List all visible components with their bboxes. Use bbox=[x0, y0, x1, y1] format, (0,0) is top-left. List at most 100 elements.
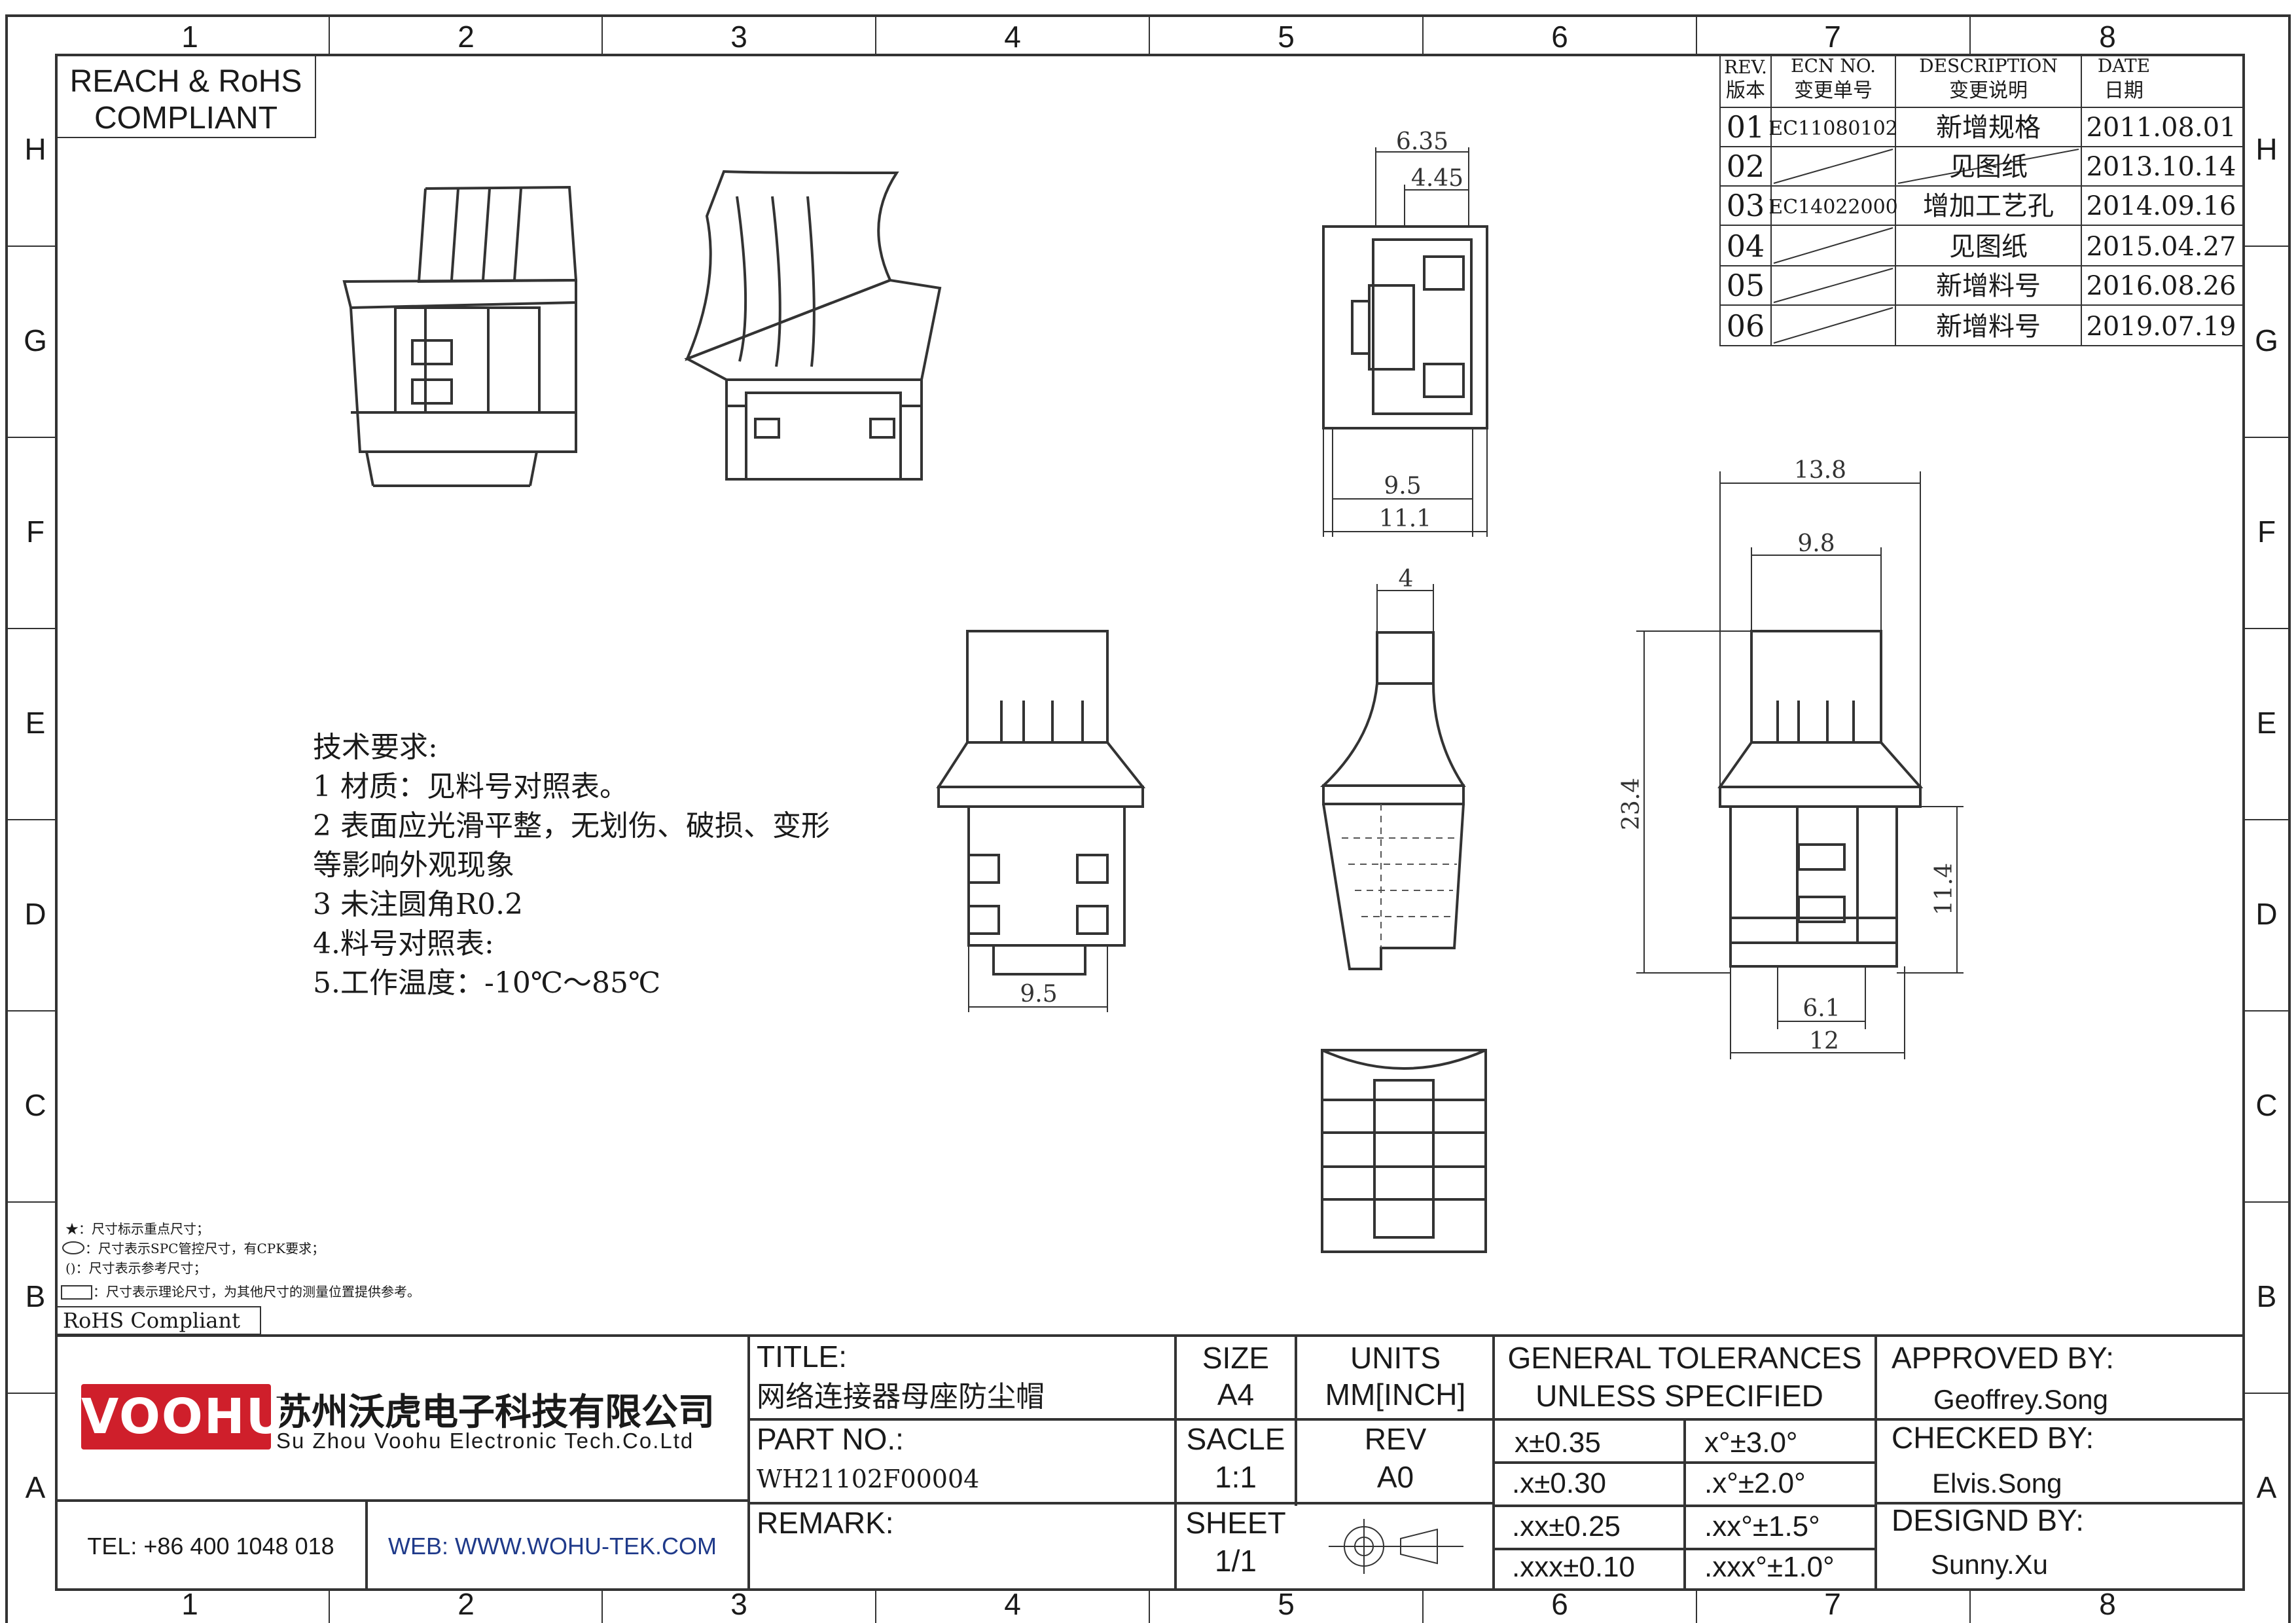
compliance-box bbox=[56, 54, 316, 138]
dim-label: 4.45 bbox=[1411, 165, 1463, 192]
row-label-left: H bbox=[24, 132, 46, 166]
date-cell: 2011.08.01 bbox=[2086, 113, 2236, 143]
row-label-right: A bbox=[2257, 1470, 2277, 1504]
date-cell: 2016.08.26 bbox=[2086, 271, 2236, 301]
side-profile-hidden bbox=[1342, 804, 1460, 948]
side-profile-view bbox=[1319, 631, 1466, 970]
desc-cell: 见图纸 bbox=[1949, 152, 2028, 182]
col-label-bottom: 4 bbox=[1004, 1587, 1021, 1621]
col-label-bottom: 7 bbox=[1824, 1587, 1841, 1621]
tech-req-line: 1 材质：见料号对照表。 bbox=[313, 770, 628, 803]
rev-cell: 04 bbox=[1727, 228, 1765, 264]
rev-cell: 06 bbox=[1727, 308, 1765, 344]
rev-label: REV bbox=[1365, 1422, 1427, 1456]
legend-line: ()：尺寸表示参考尺寸； bbox=[65, 1260, 207, 1276]
dim-label: 6.35 bbox=[1396, 128, 1448, 155]
ecn-header: ECN NO. bbox=[1791, 55, 1876, 77]
units-value: MM[INCH] bbox=[1325, 1377, 1466, 1412]
rev-header: REV. bbox=[1724, 56, 1767, 78]
col-label-top: 5 bbox=[1278, 20, 1295, 54]
row-label-left: C bbox=[24, 1088, 46, 1122]
ecn-cell: EC11080102 bbox=[1768, 117, 1898, 140]
dim-label: 23.4 bbox=[1618, 778, 1645, 830]
dim-label: 11.1 bbox=[1379, 505, 1431, 532]
dim-label: 4 bbox=[1399, 566, 1414, 593]
dim-label: 11.4 bbox=[1931, 863, 1958, 915]
front-view-dims bbox=[968, 945, 1108, 1012]
tech-req-line: 5.工作温度：-10℃～85℃ bbox=[313, 966, 660, 1000]
col-label-top: 6 bbox=[1551, 20, 1568, 54]
compliance-line1: REACH & RoHS bbox=[70, 64, 302, 99]
row-ticks bbox=[7, 246, 2289, 1394]
row-label-right: H bbox=[2255, 132, 2277, 166]
legend-line: ★：尺寸标示重点尺寸； bbox=[65, 1221, 209, 1237]
col-label-top: 8 bbox=[2099, 20, 2116, 54]
date-cell: 2013.10.14 bbox=[2086, 152, 2236, 182]
design-value: Sunny.Xu bbox=[1931, 1549, 2048, 1580]
right-front-view bbox=[1717, 630, 1924, 968]
ecn-cell: EC14022000 bbox=[1768, 196, 1898, 219]
side-view-top-dims bbox=[1323, 147, 1488, 537]
brand-logo bbox=[81, 1384, 271, 1450]
tol-angular: .xx°±1.5° bbox=[1704, 1510, 1820, 1542]
tol-angular: .x°±2.0° bbox=[1704, 1467, 1806, 1499]
legend-line: ：尺寸表示SPC管控尺寸，有CPK要求； bbox=[85, 1241, 325, 1256]
projection-symbol-icon bbox=[1329, 1519, 1463, 1574]
row-label-right: F bbox=[2257, 515, 2276, 549]
desc-header-cn: 变更说明 bbox=[1949, 79, 2028, 102]
brand-logo-text: VOOHU bbox=[81, 1389, 287, 1445]
sheet-label: SHEET bbox=[1185, 1506, 1285, 1540]
row-label-right: D bbox=[2255, 897, 2277, 931]
web-link[interactable]: WEB: WWW.WOHU-TEK.COM bbox=[388, 1533, 717, 1559]
ecn-header-cn: 变更单号 bbox=[1794, 79, 1873, 102]
part-label: PART NO.: bbox=[757, 1422, 904, 1456]
dim-label: 6.1 bbox=[1803, 995, 1840, 1022]
part-value: WH21102F00004 bbox=[757, 1465, 979, 1493]
size-label: SIZE bbox=[1202, 1341, 1269, 1375]
col-label-bottom: 2 bbox=[457, 1587, 475, 1621]
row-label-right: C bbox=[2255, 1088, 2277, 1122]
rohs-label: RoHS Compliant bbox=[63, 1308, 240, 1333]
title-label: TITLE: bbox=[757, 1340, 847, 1374]
dim-label: 9.8 bbox=[1797, 530, 1835, 557]
col-label-bottom: 5 bbox=[1278, 1587, 1295, 1621]
row-label-right: B bbox=[2257, 1279, 2277, 1313]
col-label-bottom: 6 bbox=[1551, 1587, 1568, 1621]
col-label-top: 1 bbox=[181, 20, 198, 54]
rev-cell: 03 bbox=[1727, 188, 1765, 223]
design-label: DESIGND BY: bbox=[1892, 1503, 2084, 1537]
row-label-left: F bbox=[26, 515, 45, 549]
units-label: UNITS bbox=[1350, 1341, 1441, 1375]
approved-label: APPROVED BY: bbox=[1892, 1341, 2114, 1375]
date-header-cn: 日期 bbox=[2104, 79, 2144, 102]
rev-cell: 05 bbox=[1727, 268, 1765, 303]
date-cell: 2014.09.16 bbox=[2086, 191, 2236, 221]
row-label-left: B bbox=[26, 1279, 46, 1313]
remark-label: REMARK: bbox=[757, 1506, 894, 1540]
rev-value: A0 bbox=[1377, 1460, 1414, 1494]
dim-label: 13.8 bbox=[1794, 457, 1846, 484]
date-header: DATE bbox=[2098, 55, 2150, 77]
desc-cell: 新增规格 bbox=[1936, 113, 2041, 143]
front-view bbox=[936, 630, 1146, 976]
title-value: 网络连接器母座防尘帽 bbox=[757, 1380, 1045, 1413]
scale-value: 1:1 bbox=[1215, 1460, 1257, 1494]
tech-req-line: 2 表面应光滑平整，无划伤、破损、变形 bbox=[313, 809, 830, 843]
dim-label: 9.5 bbox=[1020, 981, 1057, 1008]
tol-title: UNLESS SPECIFIED bbox=[1535, 1379, 1823, 1413]
tech-req-line: 技术要求: bbox=[313, 731, 438, 764]
approved-value: Geoffrey.Song bbox=[1933, 1384, 2108, 1415]
col-label-top: 2 bbox=[457, 20, 475, 54]
tol-title: GENERAL TOLERANCES bbox=[1507, 1341, 1861, 1375]
tol-angular: .xxx°±1.0° bbox=[1704, 1551, 1835, 1583]
desc-cell: 增加工艺孔 bbox=[1923, 191, 2054, 221]
tech-req-line: 4.料号对照表: bbox=[313, 927, 494, 960]
tol-linear: .xx±0.25 bbox=[1512, 1510, 1621, 1542]
col-label-top: 4 bbox=[1004, 20, 1021, 54]
title-block bbox=[55, 1334, 2245, 1591]
date-cell: 2015.04.27 bbox=[2086, 232, 2236, 262]
iso-view-left bbox=[342, 185, 578, 487]
company-name-en: Su Zhou Voohu Electronic Tech.Co.Ltd bbox=[276, 1429, 694, 1453]
checked-label: CHECKED BY: bbox=[1892, 1421, 2094, 1455]
spc-ellipse-icon bbox=[62, 1241, 84, 1254]
